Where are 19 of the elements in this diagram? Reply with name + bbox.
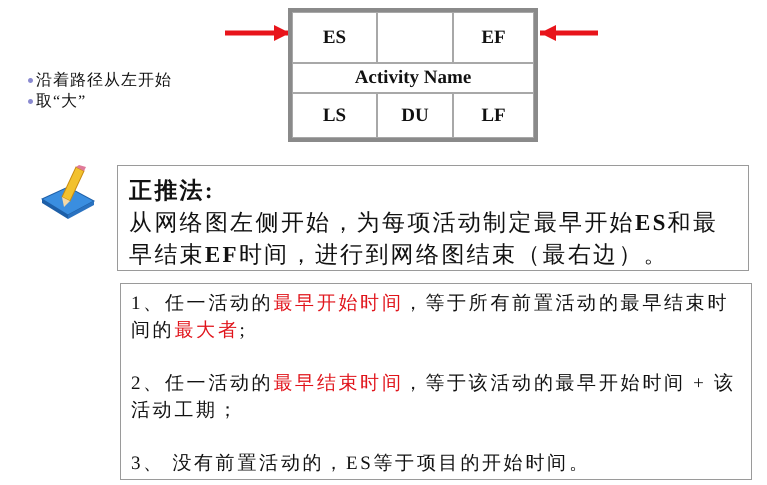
table-cell: EF (453, 12, 534, 63)
bullet-text: 取“大” (36, 92, 86, 112)
rules-box (120, 283, 752, 480)
arrow (225, 25, 290, 41)
definition-box (117, 165, 749, 271)
table-cell: LF (453, 93, 534, 138)
table-cell: LS (292, 93, 377, 138)
table-cell: ES (292, 12, 377, 63)
rule-text: 3、 没有前置活动的，ES等于项目的开始时间。 (131, 452, 592, 476)
paragraph: 从网络图左侧开始，为每项活动制定最早开始ES和最早结束EF时间，进行到网络图结束（最右边）。 (129, 209, 720, 269)
rule-text: 1、任一活动的最早开始时间，等于所有前置活动的最早结束时间的最大者; (131, 292, 730, 343)
rule-text: 2、任一活动的最早结束时间，等于该活动的最早开始时间 + 该活动工期； (131, 372, 737, 423)
empty-cell (377, 12, 453, 63)
heading: 正推法: (129, 177, 216, 205)
activity-node-table (288, 8, 538, 142)
table-cell: DU (377, 93, 453, 138)
bullet-text: 沿着路径从左开始 (36, 70, 172, 91)
arrow (540, 25, 598, 41)
table-cell: Activity Name (292, 63, 534, 93)
